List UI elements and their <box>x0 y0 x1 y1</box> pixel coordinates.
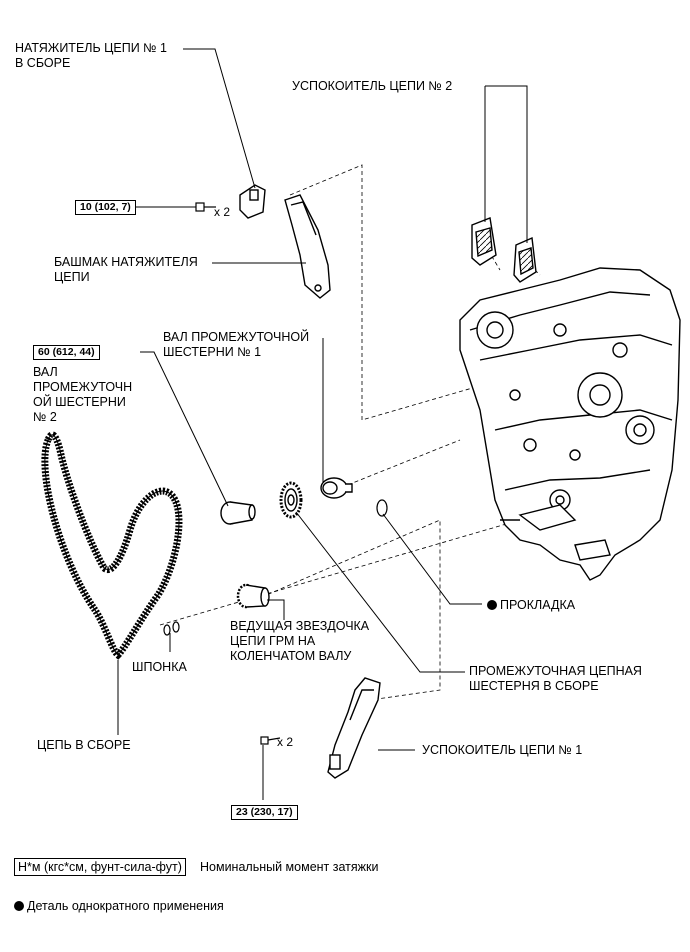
chain-damper-1-part <box>327 677 381 779</box>
non-reusable-dot-icon <box>487 600 497 610</box>
label-chain-assy: ЦЕПЬ В СБОРЕ <box>37 738 131 752</box>
torque-damper-1-bolt: 23 (230, 17) <box>231 805 298 820</box>
chain-damper-2-parts <box>471 217 537 283</box>
legend-non-reusable: Деталь однократного применения <box>14 898 224 914</box>
idler-shaft-2-part <box>220 501 256 525</box>
multiplier-tensioner-bolt: x 2 <box>214 205 231 219</box>
multiplier-damper-1-bolt: x 2 <box>277 735 294 749</box>
idler-shaft-1-part <box>320 477 353 499</box>
torque-idler-shaft-2: 60 (612, 44) <box>33 345 100 360</box>
label-key: ШПОНКА <box>132 660 187 674</box>
label-tensioner-shoe: БАШМАК НАТЯЖИТЕЛЯ ЦЕПИ <box>54 255 198 284</box>
chain-tensioner-shoe-part <box>284 194 331 299</box>
idler-gear-sprocket-part <box>279 481 303 519</box>
gasket-part <box>376 499 388 517</box>
torque-tensioner-bolt: 10 (102, 7) <box>75 200 136 215</box>
key-parts <box>163 621 180 636</box>
legend-non-reusable-text: Деталь однократного применения <box>27 899 224 913</box>
leader-lines <box>117 48 528 800</box>
label-chain-damper-2: УСПОКОИТЕЛЬ ЦЕПИ № 2 <box>292 79 453 93</box>
label-idler-gear-assy: ПРОМЕЖУТОЧНАЯ ЦЕПНАЯ ШЕСТЕРНЯ В СБОРЕ <box>469 664 642 693</box>
chain-tensioner-1-part <box>239 184 266 219</box>
crankshaft-sprocket-part <box>236 583 270 609</box>
tensioner-bolt-part <box>195 202 216 212</box>
label-gasket: ПРОКЛАДКА <box>487 598 575 613</box>
legend-torque-desc: Номинальный момент затяжки <box>200 860 379 874</box>
timing-chain-part <box>41 431 183 660</box>
label-chain-tensioner-1: НАТЯЖИТЕЛЬ ЦЕПИ № 1 В СБОРЕ <box>15 41 168 70</box>
label-idler-shaft-2: ВАЛ ПРОМЕЖУТОЧН ОЙ ШЕСТЕРНИ № 2 <box>33 365 133 424</box>
legend-dot-icon <box>14 901 24 911</box>
label-gasket-text: ПРОКЛАДКА <box>500 598 576 612</box>
label-chain-damper-1: УСПОКОИТЕЛЬ ЦЕПИ № 1 <box>422 743 583 757</box>
label-idler-shaft-1: ВАЛ ПРОМЕЖУТОЧНОЙ ШЕСТЕРНИ № 1 <box>163 330 310 359</box>
label-crankshaft-sprocket: ВЕДУЩАЯ ЗВЕЗДОЧКА ЦЕПИ ГРМ НА КОЛЕНЧАТОМ… <box>230 619 370 663</box>
damper-1-bolt-part <box>260 736 281 745</box>
engine-block <box>459 267 681 581</box>
legend-torque-unit: Н*м (кгс*см, фунт-сила-фут) <box>14 858 186 876</box>
